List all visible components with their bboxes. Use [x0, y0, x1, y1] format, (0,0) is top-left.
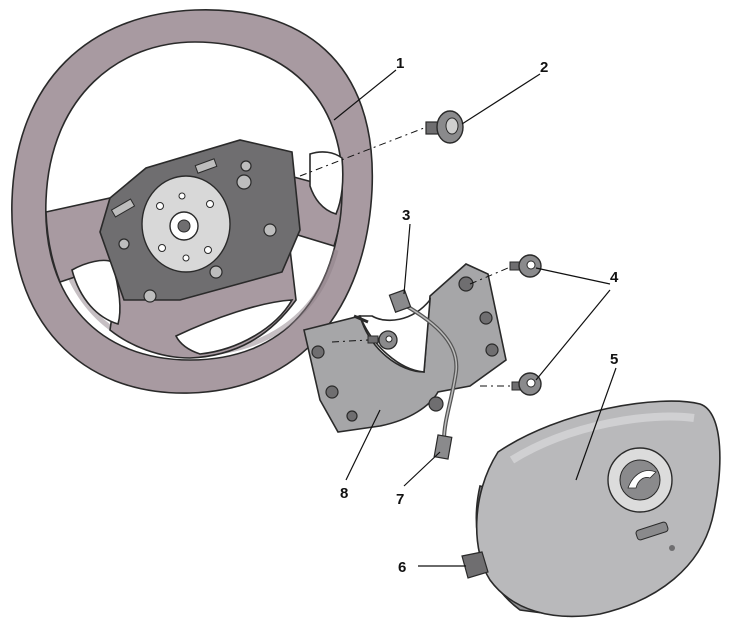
callout-labels: 1 2 3 4 5 6 7 8	[340, 55, 619, 576]
callout-3: 3	[402, 207, 410, 224]
wire-harness-core	[399, 301, 458, 441]
steering-wheel	[11, 9, 374, 394]
hub-centre-bolt-core	[177, 219, 191, 233]
callout-6: 6	[398, 559, 406, 576]
wire-connector-top	[388, 289, 412, 313]
hub-switch-slot-left	[110, 198, 136, 218]
airbag-badge	[635, 521, 669, 541]
airbag-cover-highlight	[509, 412, 695, 464]
steering-wheel-opening-right	[309, 151, 344, 215]
airbag-cover	[475, 400, 721, 618]
screw-lower	[511, 372, 542, 396]
callout-4: 4	[610, 269, 619, 286]
bolt-part	[425, 110, 464, 144]
steering-wheel-opening-left	[71, 259, 121, 325]
airbag-screws	[367, 254, 542, 396]
bracket-side-screw	[353, 314, 369, 324]
callout-7: 7	[396, 491, 404, 508]
bracket-frame	[303, 263, 507, 433]
airbag-emblem-arrow	[627, 470, 657, 489]
airbag-unit	[461, 400, 721, 618]
screw-upper	[509, 254, 542, 278]
leader-lines	[333, 69, 617, 567]
callout-1: 1	[396, 55, 404, 72]
steering-wheel-rim	[11, 9, 374, 394]
hub-mounting-screws	[118, 160, 277, 303]
callout-8: 8	[340, 485, 348, 502]
callout-5: 5	[610, 351, 618, 368]
airbag-mark	[669, 545, 675, 551]
hub-plate-holes	[156, 192, 214, 262]
callout-2: 2	[540, 59, 548, 76]
assembly-lines	[299, 127, 512, 387]
airbag-connector	[461, 551, 489, 579]
hub-switch-slot-right	[194, 158, 218, 174]
bracket-holes	[311, 276, 499, 422]
steering-wheel-opening-lower	[174, 299, 294, 355]
bolt-head-socket	[445, 117, 459, 135]
screw-bracket	[367, 330, 398, 350]
